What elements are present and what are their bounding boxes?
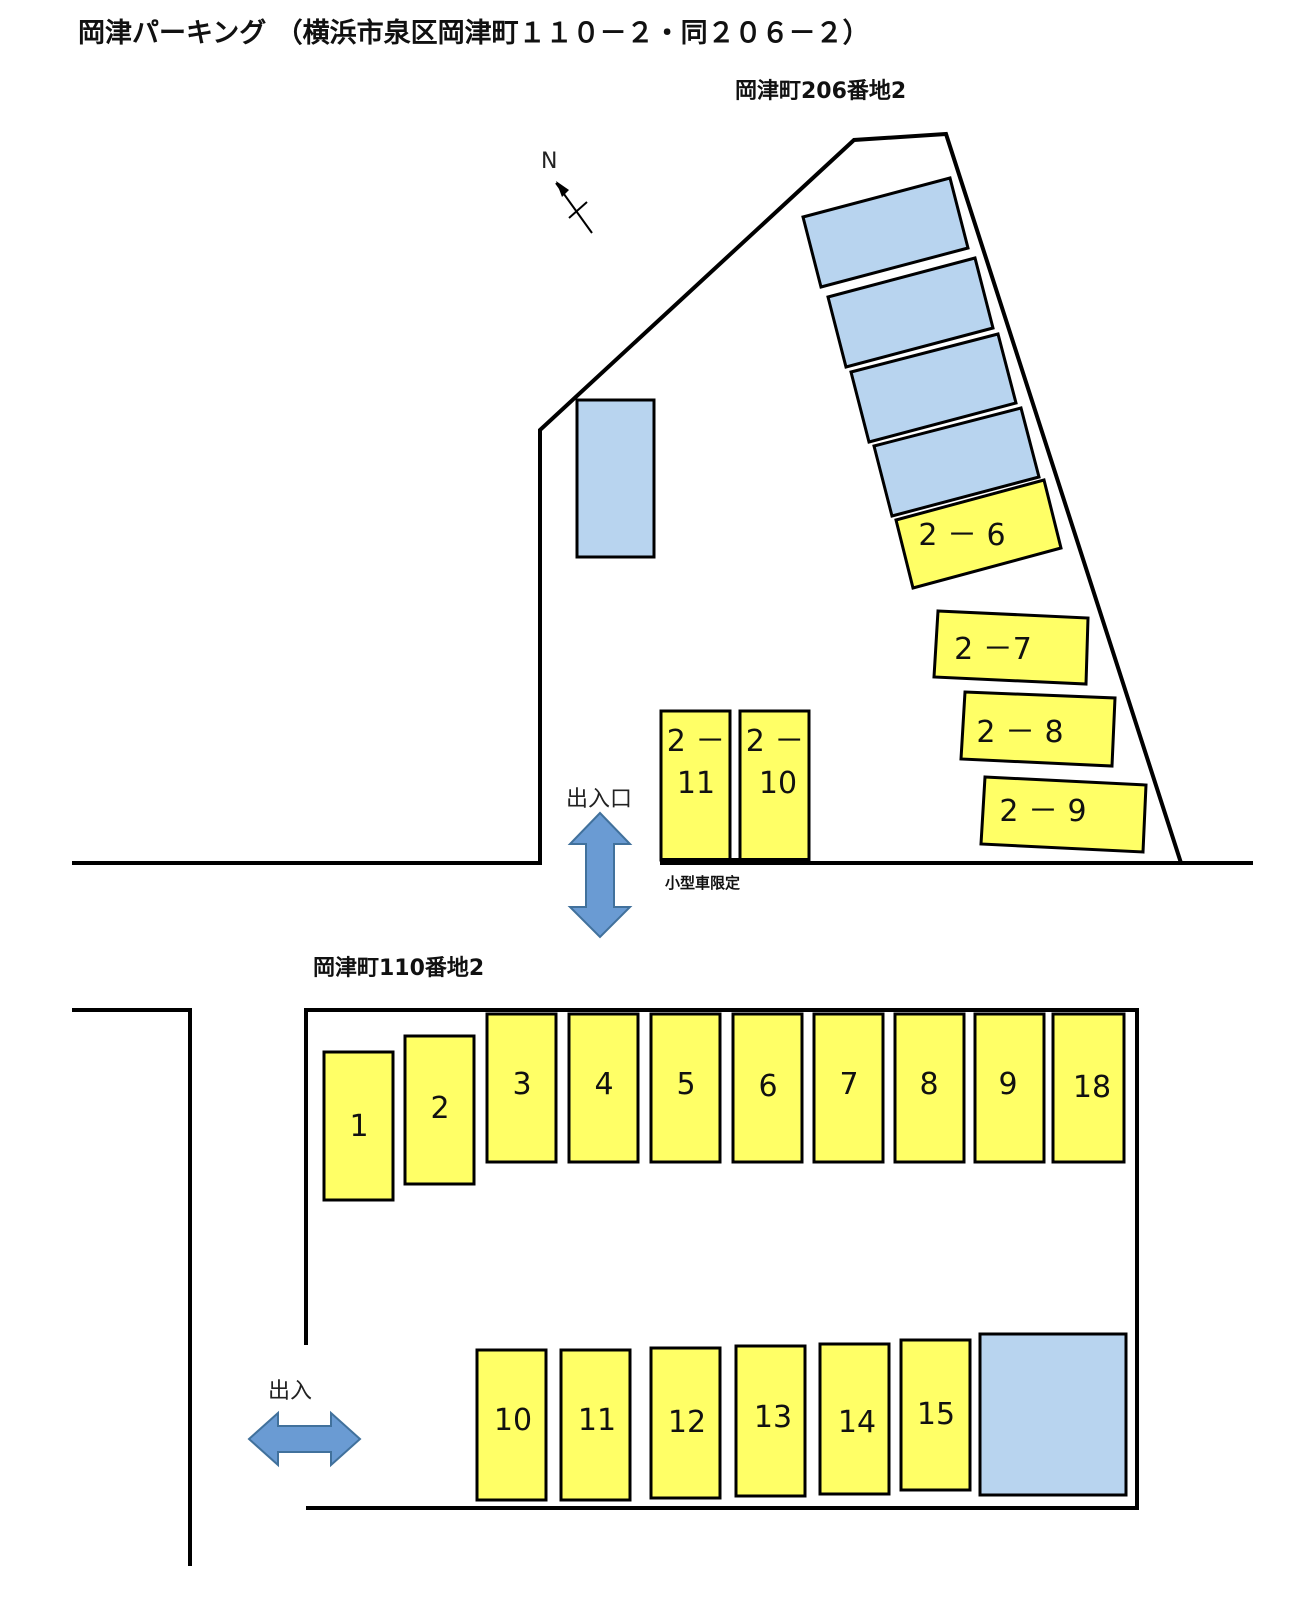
- entrance-north-arrow-icon: [567, 811, 633, 939]
- north-marker: N: [541, 149, 557, 174]
- entrance-north-label: 出入口: [566, 787, 632, 812]
- south-space-2-label: 2: [430, 1091, 449, 1126]
- south-space-8: 8: [893, 1012, 966, 1164]
- south-space-7: 7: [812, 1012, 885, 1164]
- north-occupied-space-1: [801, 176, 970, 289]
- south-space-3: 3: [485, 1012, 558, 1164]
- north-occupied-space-4: [872, 406, 1041, 518]
- lot-south-address: 岡津町110番地2: [313, 955, 484, 981]
- space-2-6-label: 2 － 6: [918, 518, 1005, 553]
- space-2-9: 2 － 9: [979, 775, 1148, 854]
- south-space-10: 10: [475, 1348, 548, 1502]
- south-lot-boundary: [304, 1008, 1139, 1510]
- south-space-15-label: 15: [917, 1397, 955, 1432]
- page-title: 岡津パーキング （横浜市泉区岡津町１１０－２・同２０６－２）: [78, 17, 870, 49]
- space-2-10-label-1: 2 －: [746, 724, 805, 759]
- space-2-11: 2 － 11: [659, 709, 732, 862]
- south-space-7-label: 7: [839, 1067, 858, 1102]
- road-left-boundary: [72, 1008, 192, 1566]
- space-2-7-label: 2 －7: [954, 632, 1032, 667]
- space-2-11-label-2: 11: [677, 766, 715, 801]
- space-2-10: 2 － 10: [738, 709, 811, 862]
- south-space-10-label: 10: [494, 1403, 532, 1438]
- south-space-3-label: 3: [512, 1067, 531, 1102]
- south-space-14-label: 14: [838, 1405, 876, 1440]
- south-space-11-label: 11: [578, 1403, 616, 1438]
- south-space-15: 15: [899, 1338, 972, 1492]
- south-space-13-label: 13: [754, 1400, 792, 1435]
- compact-only-label: 小型車限定: [665, 874, 740, 892]
- entrance-south-arrow-icon: [247, 1410, 362, 1468]
- south-space-18-label: 18: [1073, 1070, 1111, 1105]
- north-occupied-space-3: [849, 332, 1018, 444]
- space-2-8-label: 2 － 8: [976, 715, 1063, 750]
- south-space-9-label: 9: [998, 1067, 1017, 1102]
- space-2-7: 2 －7: [932, 609, 1090, 686]
- north-occupied-space-2: [826, 256, 995, 369]
- south-space-2: 2: [403, 1034, 476, 1186]
- south-space-6: 6: [731, 1012, 804, 1164]
- space-2-11-label-1: 2 －: [667, 724, 726, 759]
- lot-north-address: 岡津町206番地2: [735, 78, 906, 104]
- space-2-9-label: 2 － 9: [999, 794, 1086, 829]
- south-space-8-label: 8: [919, 1067, 938, 1102]
- south-space-13: 13: [734, 1344, 807, 1498]
- entrance-south-label: 出入: [268, 1379, 312, 1404]
- south-space-5-label: 5: [676, 1067, 695, 1102]
- south-space-12-label: 12: [668, 1405, 706, 1440]
- south-space-18: 18: [1051, 1012, 1126, 1164]
- south-space-4: 4: [567, 1012, 640, 1164]
- south-space-6-label: 6: [758, 1069, 777, 1104]
- south-space-1: 1: [322, 1050, 395, 1202]
- space-2-10-label-2: 10: [759, 766, 797, 801]
- north-arrow-icon: N: [541, 149, 593, 234]
- south-space-4-label: 4: [594, 1067, 613, 1102]
- south-space-9: 9: [973, 1012, 1046, 1164]
- space-2-6: 2 － 6: [894, 478, 1063, 590]
- south-space-11: 11: [559, 1348, 632, 1502]
- south-space-12: 12: [649, 1346, 722, 1500]
- north-occupied-space-vertical: [575, 398, 656, 559]
- space-2-8: 2 － 8: [959, 690, 1117, 768]
- south-space-1-label: 1: [349, 1109, 368, 1144]
- south-occupied-area: [978, 1332, 1128, 1497]
- south-space-14: 14: [818, 1342, 891, 1496]
- south-space-5: 5: [649, 1012, 722, 1164]
